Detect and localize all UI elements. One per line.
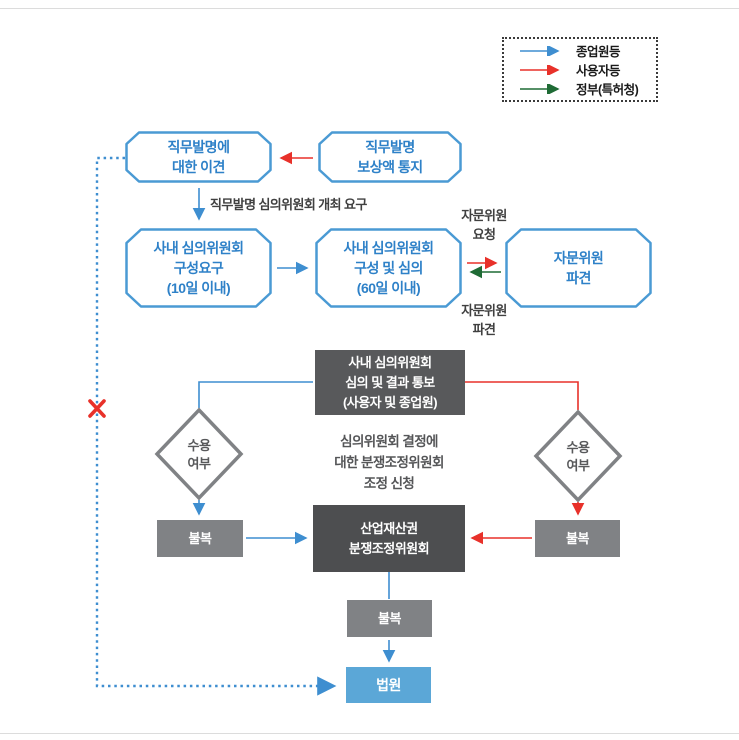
line-result-to-right-diamond — [465, 381, 579, 410]
label-advisor-dispatch: 자문위원 파견 — [461, 303, 507, 337]
box-review-result: 사내 심의위원회 심의 및 결과 통보 (사용자 및 종업원) — [315, 350, 465, 415]
box-mediation-committee: 산업재산권 분쟁조정위원회 — [313, 505, 465, 572]
node-committee-review: 사내 심의위원회 구성 및 심의 (60일 이내) — [315, 228, 462, 308]
legend-item-government: 정부(특허청) — [518, 79, 656, 98]
label-open-request: 직무발명 심의위원회 개최 요구 — [210, 197, 367, 212]
label-mediation-apply: 심의위원회 결정에 대한 분쟁조정위원회 조정 신청 — [334, 434, 444, 491]
node-committee-request: 사내 심의위원회 구성요구 (10일 이내) — [125, 228, 272, 308]
label-advisor-request: 자문위원 요청 — [461, 208, 507, 242]
legend-label: 사용자등 — [576, 64, 621, 78]
node-compensation-notice: 직무발명 보상액 통지 — [318, 131, 462, 183]
top-divider — [0, 8, 739, 9]
node-disagreement: 직무발명에 대한 이견 — [125, 131, 272, 183]
legend: 종업원등 사용자등 정부(특허청) — [502, 37, 658, 102]
legend-label: 정부(특허청) — [576, 83, 639, 97]
red-arrow-icon — [520, 64, 560, 75]
node-label: 사내 심의위원회 구성요구 (10일 이내) — [153, 240, 244, 296]
box-appeal-bottom: 불복 — [347, 600, 432, 637]
diamond-label-accept-right: 수용 여부 — [566, 440, 590, 473]
node-label: 자문위원 파견 — [553, 250, 604, 286]
node-label: 직무발명 보상액 통지 — [357, 139, 423, 175]
box-appeal-left: 불복 — [157, 520, 243, 557]
box-appeal-right: 불복 — [535, 520, 620, 557]
legend-item-employee: 종업원등 — [518, 41, 656, 60]
legend-label: 종업원등 — [576, 45, 621, 59]
bottom-divider — [0, 733, 739, 734]
line-result-to-left-diamond — [198, 381, 313, 408]
diamond-label-accept-left: 수용 여부 — [187, 438, 211, 471]
green-arrow-icon — [520, 83, 560, 94]
node-advisor-dispatch: 자문위원 파견 — [505, 228, 652, 308]
blue-arrow-icon — [520, 45, 560, 56]
box-court: 법원 — [346, 667, 431, 703]
legend-item-employer: 사용자등 — [518, 60, 656, 79]
blocked-x-icon — [88, 399, 106, 418]
node-label: 직무발명에 대한 이견 — [167, 139, 230, 175]
node-label: 사내 심의위원회 구성 및 심의 (60일 이내) — [343, 240, 434, 296]
